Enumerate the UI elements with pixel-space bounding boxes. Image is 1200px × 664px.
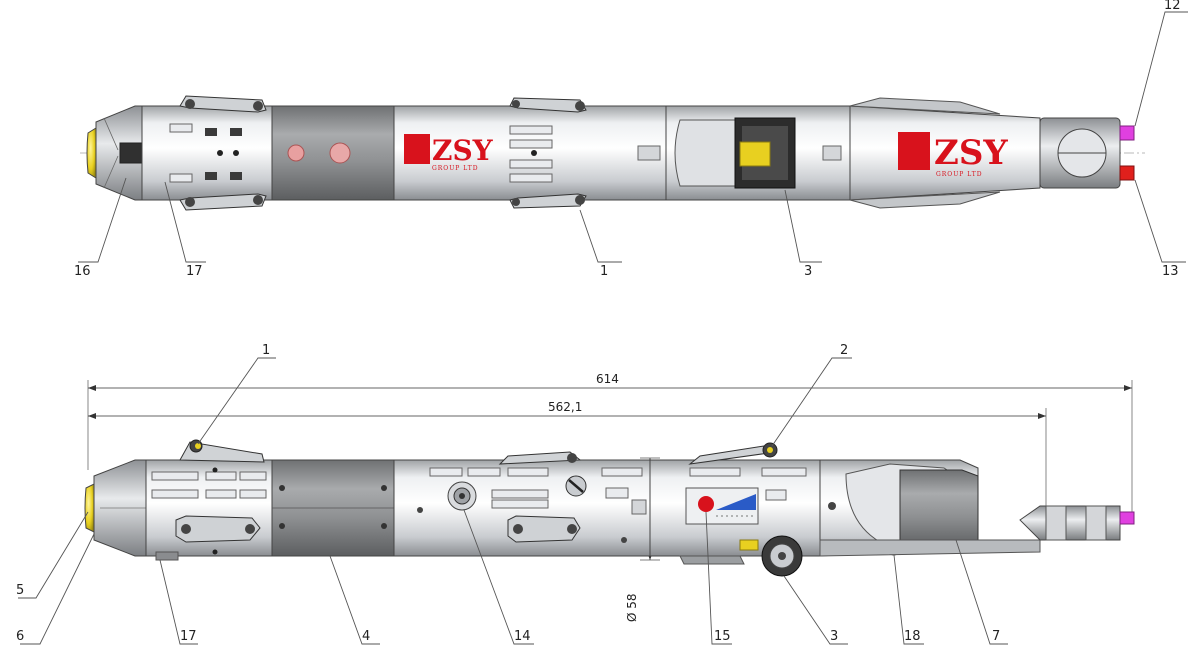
dimension-body: 562,1: [88, 400, 1047, 510]
side-drive-body: [649, 442, 821, 577]
top-rear-logo-subtext: GROUP LTD: [936, 171, 983, 178]
callout-side-14: 14: [514, 629, 531, 644]
top-sleeve: [271, 105, 395, 201]
top-magenta-pin: [1119, 125, 1135, 141]
callout-side-3: 3: [830, 629, 838, 644]
top-rear-logo-text: ZSY: [934, 133, 1008, 173]
callout-side-5: 5: [16, 583, 24, 598]
callout-top-12: 12: [1164, 0, 1181, 13]
top-front-lower-arm: [179, 193, 267, 211]
top-drive-wheel: [734, 117, 796, 189]
side-front-module: [145, 439, 273, 561]
callout-top-17: 17: [186, 264, 203, 279]
side-port-14: [447, 481, 477, 511]
side-sleeve: [271, 459, 395, 557]
callout-side-6: 6: [16, 629, 24, 644]
top-mid-lower-arm: [509, 193, 587, 209]
top-callouts: 16 17 1 3 12 13: [74, 0, 1188, 279]
side-nose-cone: [84, 459, 147, 557]
side-mid-arm: [498, 451, 582, 465]
top-red-pin: [1119, 165, 1135, 181]
top-logo: ZSY GROUP LTD: [404, 134, 494, 172]
top-mid-body: ZSY GROUP LTD: [393, 97, 667, 209]
callout-side-2: 2: [840, 343, 848, 358]
side-tail-connector: [1019, 505, 1135, 541]
top-view: ZSY GROUP LTD: [74, 0, 1188, 279]
side-magenta-pin: [1119, 511, 1135, 525]
top-logo-text: ZSY: [432, 134, 494, 167]
side-drive-wheel: [761, 535, 803, 577]
side-callouts: 1 2 5 6 17 4 14 15 3 18 7: [16, 343, 1008, 645]
side-rear-arm: [688, 442, 778, 465]
callout-top-16: 16: [74, 264, 91, 279]
dimension-diameter-label: Ø 58: [625, 593, 639, 622]
top-rear-logo: ZSY GROUP LTD: [898, 132, 1008, 178]
top-rear-housing: ZSY GROUP LTD: [849, 97, 1041, 209]
callout-top-3: 3: [804, 264, 812, 279]
side-view: 614 562,1 Ø 58: [16, 343, 1135, 645]
top-tail-connector: [1039, 117, 1135, 189]
top-logo-subtext: GROUP LTD: [432, 165, 479, 172]
side-rear-housing: [819, 459, 1041, 557]
callout-side-1: 1: [262, 343, 270, 358]
top-mid-upper-arm: [509, 97, 587, 113]
dimension-overall: 614: [87, 372, 1133, 512]
side-front-arm: [179, 439, 265, 463]
callout-top-1: 1: [600, 264, 608, 279]
top-drive-body: [665, 105, 851, 201]
callout-side-4: 4: [362, 629, 370, 644]
callout-side-17: 17: [180, 629, 197, 644]
side-screw: [565, 475, 587, 497]
side-display-15: [685, 487, 759, 525]
callout-side-18: 18: [904, 629, 921, 644]
dimension-body-label: 562,1: [548, 400, 582, 414]
side-mid-body: [393, 451, 651, 557]
callout-side-7: 7: [992, 629, 1000, 644]
top-front-upper-arm: [179, 95, 267, 113]
callout-side-15: 15: [714, 629, 731, 644]
top-front-module: [141, 95, 273, 211]
callout-top-13: 13: [1162, 264, 1179, 279]
dimension-overall-label: 614: [596, 372, 619, 386]
